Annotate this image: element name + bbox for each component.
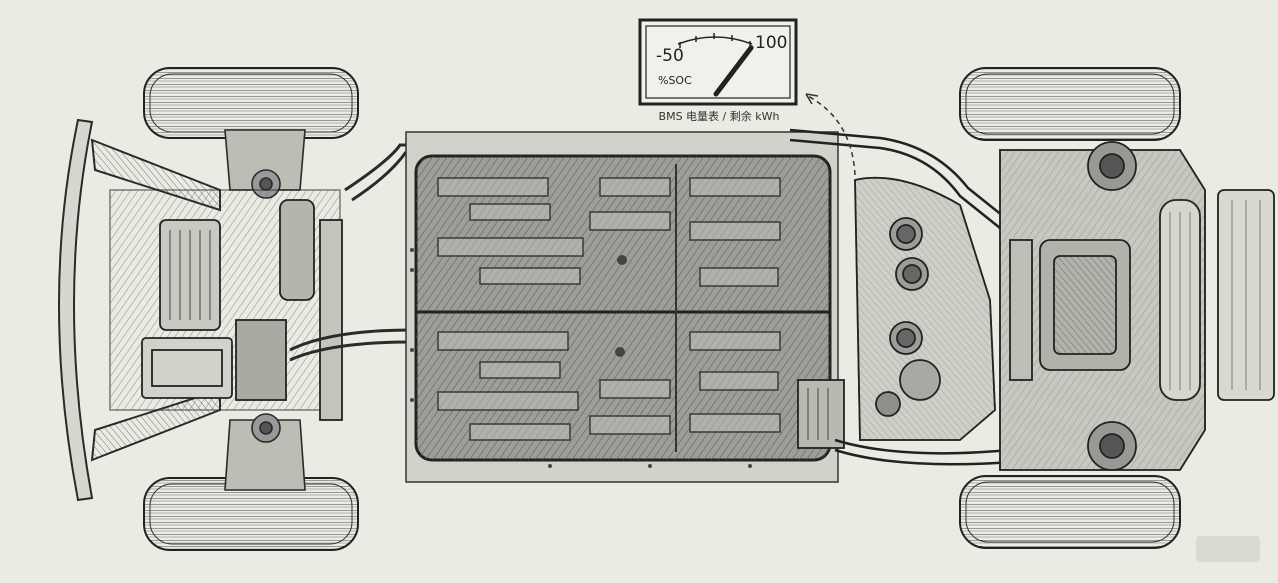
battery-pack bbox=[405, 131, 839, 483]
gauge-needle bbox=[713, 45, 754, 97]
rear-left-wheel bbox=[959, 67, 1181, 141]
front-motor-unit bbox=[141, 199, 343, 421]
gauge-arrow-head bbox=[805, 93, 819, 105]
rear-module bbox=[797, 176, 996, 449]
rear-subframe bbox=[999, 141, 1206, 471]
watermark-badge bbox=[1196, 536, 1260, 562]
rear-pipe bbox=[789, 128, 1013, 466]
gauge-min-label: -50 bbox=[656, 46, 684, 66]
front-left-wheel bbox=[143, 67, 359, 139]
gauge-caption: BMS 电量表 / 剩余 kWh bbox=[658, 110, 780, 123]
gauge-unit-label: %SOC bbox=[658, 74, 692, 87]
gauge-arrow bbox=[807, 95, 856, 176]
rear-muffler bbox=[1159, 189, 1275, 401]
rear-right-wheel bbox=[959, 475, 1181, 549]
gauge-max-label: 100 bbox=[755, 33, 788, 53]
